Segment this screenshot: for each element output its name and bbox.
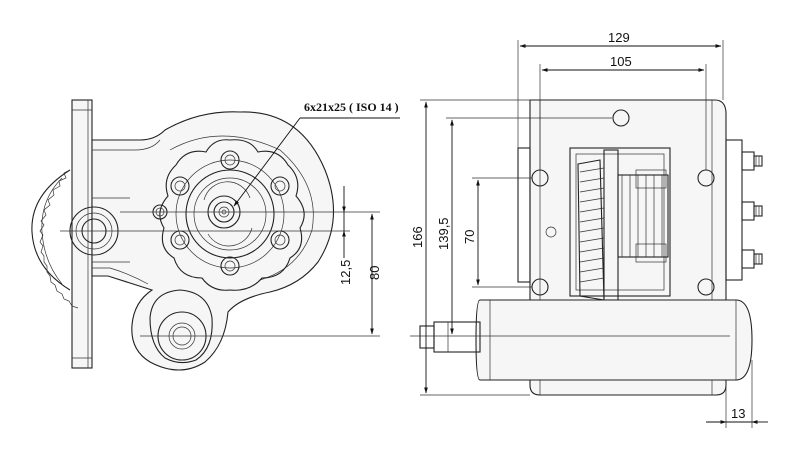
- flange-bolt-upper-right: [270, 176, 290, 196]
- dim-offset-label: 12,5: [338, 260, 353, 285]
- dim-width-inner-label: 105: [610, 54, 632, 69]
- side-bolt-hole-lower-right: [697, 278, 715, 296]
- spline-callout: 6x21x25 ( ISO 14 ): [233, 100, 400, 207]
- dim-width-outer-label: 129: [608, 30, 630, 45]
- side-plug: [545, 226, 557, 238]
- right-fittings: [725, 139, 763, 281]
- dim-height-total-label: 166: [410, 226, 425, 248]
- dimension-height-mid: 139,5: [436, 117, 612, 335]
- dimension-width-outer: 129: [517, 30, 724, 148]
- dimension-offset: 12,5: [338, 186, 353, 285]
- side-view: 129 105 166 139,5 70: [410, 30, 768, 428]
- flange-bolt-bottom: [220, 256, 240, 276]
- output-cylinder: [419, 299, 753, 381]
- dimension-bolt-spacing: 70: [462, 177, 532, 288]
- dimension-shaft-projection: 13: [706, 360, 768, 428]
- pump-housing: [91, 111, 335, 371]
- dim-height-mid-label: 139,5: [436, 217, 451, 250]
- dim-height-label: 80: [367, 266, 382, 280]
- input-gear: [31, 169, 79, 309]
- output-flange: [152, 139, 305, 291]
- side-bolt-hole-top: [612, 109, 630, 127]
- dimension-height-total: 166: [410, 99, 530, 396]
- flange-bolt-upper-left: [170, 176, 190, 196]
- dim-bolt-spacing-label: 70: [462, 230, 477, 244]
- dimension-height: 80: [360, 211, 382, 335]
- spline-callout-text: 6x21x25 ( ISO 14 ): [304, 100, 399, 114]
- front-view: 6x21x25 ( ISO 14 ) 12,5 80: [31, 99, 400, 371]
- dim-shaft-projection-label: 13: [731, 406, 745, 421]
- dimension-width-inner: 105: [539, 54, 707, 170]
- flange-bolt-top: [220, 150, 240, 170]
